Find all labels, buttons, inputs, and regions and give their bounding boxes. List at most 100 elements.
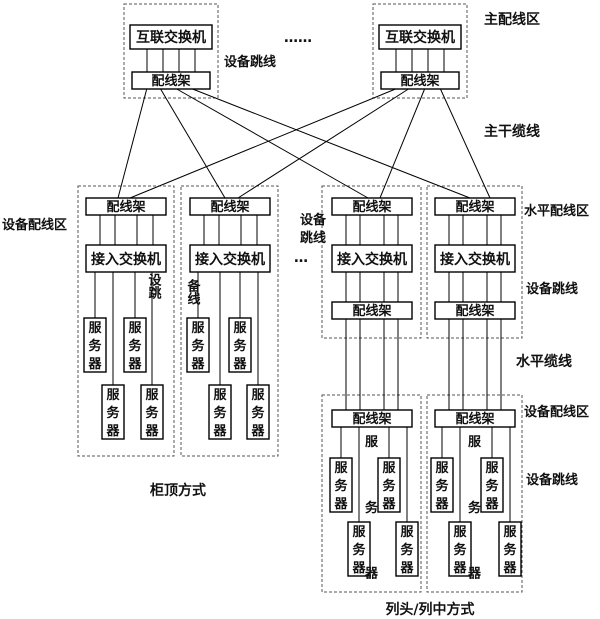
rack-2: 配线架 接入交换机 备线 [185, 197, 271, 440]
patch-panel-row-2-mid [434, 301, 516, 320]
server-r1-d-label: 服务器 [144, 388, 159, 439]
server-s2-a-label: 服务器 [434, 461, 449, 512]
patch-panel-server-1 [331, 409, 413, 428]
server-r1-a-label: 服务器 [87, 321, 102, 372]
patch-panel-row-1-mid [331, 301, 413, 320]
server-r2-a [186, 317, 210, 373]
access-switch-row-2 [434, 244, 516, 273]
label-equipment-patch-bottom: 设备跳线 [526, 472, 578, 488]
rack-1: 配线架 接入交换机 设跳 [83, 197, 167, 440]
patch-panel-main-right-label: 配线架 [400, 73, 439, 89]
server-s1-c-label: 服务器 [351, 525, 366, 576]
server-s2-c-label: 服务器 [452, 525, 467, 576]
server-s1-b-label: 服务器 [381, 461, 396, 512]
label-equipment-area-left: 设备配线区 [2, 217, 67, 233]
main-zone-right [372, 3, 468, 99]
main-unit-right: 互联交换机 配线架 [378, 24, 462, 90]
server-r1-a [83, 317, 107, 373]
server-r1-c [101, 384, 125, 440]
backbone-wires [117, 87, 491, 199]
horizontal-cables [345, 319, 502, 410]
patch-panel-server-2-label: 配线架 [455, 411, 494, 427]
server-s1-c [347, 521, 371, 577]
server-zone-2 [426, 394, 523, 593]
patch-panel-main-right [380, 71, 460, 90]
server-r1-b-label: 服务器 [127, 321, 142, 372]
server-s1-a [329, 457, 353, 513]
row-zone-2 [426, 185, 523, 339]
rack-1-patch-note: 设跳 [146, 273, 162, 300]
interconnect-switch-left [129, 24, 213, 50]
row-zone-1 [321, 185, 422, 339]
patch-panel-row-1-top-label: 配线架 [352, 199, 391, 215]
server-r2-d [246, 384, 270, 440]
server-s1-a-label: 服务器 [333, 461, 348, 512]
patch-panel-rack-2-label: 配线架 [210, 199, 249, 215]
server-r2-d-label: 服务器 [250, 388, 265, 439]
label-ellipsis-top: …… [284, 30, 312, 46]
server-s1-d [395, 521, 419, 577]
patch-panel-row-2-mid-label: 配线架 [455, 303, 494, 319]
server-zone-1 [321, 394, 422, 593]
patch-panel-row-2-top-label: 配线架 [455, 199, 494, 215]
caption-top-of-rack: 柜顶方式 [150, 482, 206, 499]
patch-panel-row-1-mid-label: 配线架 [352, 303, 391, 319]
server-r1-c-label: 服务器 [105, 388, 120, 439]
rack-zone-1 [77, 185, 175, 457]
server-r2-b-label: 服务器 [232, 321, 247, 372]
server-s2-d-label: 服务器 [502, 525, 517, 576]
caption-end-middle-row: 列头/列中方式 [385, 601, 474, 618]
server-r1-b [123, 317, 147, 373]
rack-zone-2 [180, 185, 279, 457]
interconnect-switch-left-label: 互联交换机 [136, 29, 206, 46]
server-r2-a-label: 服务器 [190, 321, 205, 372]
rack-2-patch-note: 备线 [185, 278, 202, 306]
label-equipment-patch-top: 设备跳线 [224, 54, 276, 70]
server-rack-1: 配线架 [329, 409, 419, 577]
row-unit-1: 配线架 接入交换机 配线架 [331, 197, 413, 320]
server-r2-c [208, 384, 232, 440]
label-equipment-patch-mid-1: 设备 [300, 212, 327, 228]
interconnect-switch-right [378, 24, 462, 50]
server-s2-b-label: 服务器 [484, 461, 499, 512]
label-ellipsis-mid: … [294, 250, 308, 266]
patch-panel-server-1-label: 配线架 [352, 411, 391, 427]
patch-panel-main-left [131, 71, 211, 90]
access-switch-rack-1-label: 接入交换机 [91, 251, 161, 268]
patch-panel-main-left-label: 配线架 [151, 73, 190, 89]
server-r2-c-label: 服务器 [212, 388, 227, 439]
patch-panel-rack-2 [189, 197, 271, 216]
label-horizontal-cable: 水平缆线 [516, 353, 572, 370]
label-backbone-cable: 主干缆线 [484, 123, 540, 140]
label-equipment-patch-mid-2: 跳线 [300, 230, 326, 246]
patch-panel-rack-1 [85, 197, 167, 216]
row-unit-2: 配线架 接入交换机 配线架 [434, 197, 516, 320]
server-rack-2: 配线架 [430, 409, 522, 577]
label-equipment-patch-right: 设备跳线 [526, 281, 578, 297]
access-switch-rack-2-label: 接入交换机 [195, 251, 265, 268]
label-horizontal-area: 水平配线区 [524, 203, 589, 219]
server-s1-b [377, 457, 401, 513]
patch-panel-rack-1-label: 配线架 [106, 199, 145, 215]
server-s2-c [448, 521, 472, 577]
label-equipment-area-right: 设备配线区 [524, 404, 589, 420]
server-zone-2-label: 服务器 [467, 435, 482, 581]
server-zone-1-label: 服务器 [364, 435, 379, 581]
patch-panel-row-1-top [331, 197, 413, 216]
patch-panel-row-2-top [434, 197, 516, 216]
main-unit-left: 互联交换机 配线架 [129, 24, 213, 90]
server-labels: 服务器服务器服务器服务器服务器服务器服务器服务器服务器服务器服务器服务器服务器服… [87, 321, 517, 582]
server-s2-b [480, 457, 504, 513]
access-switch-row-1 [331, 244, 413, 273]
server-s1-d-label: 服务器 [399, 525, 414, 576]
access-switch-row-2-label: 接入交换机 [440, 251, 510, 268]
server-r2-b [228, 317, 252, 373]
main-zone-left [123, 3, 219, 99]
label-main-area: 主配线区 [484, 11, 540, 28]
server-r1-d [140, 384, 164, 440]
access-switch-rack-2 [189, 244, 271, 273]
patch-panel-server-2 [434, 409, 516, 428]
server-s2-d [498, 521, 522, 577]
